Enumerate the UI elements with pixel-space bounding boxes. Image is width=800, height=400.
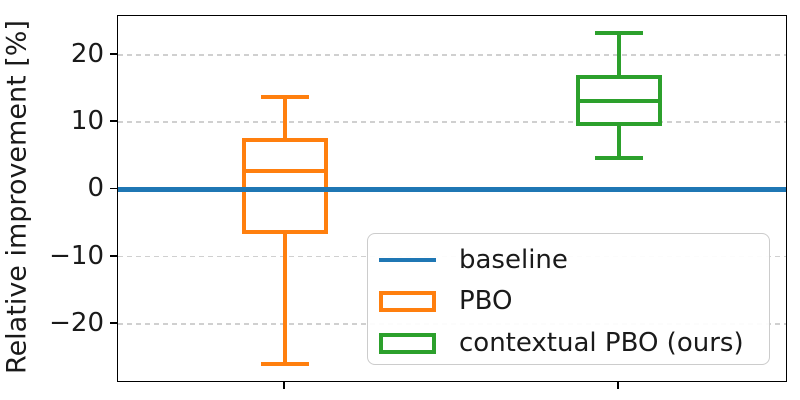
y-tick-mark: [110, 120, 117, 123]
legend-box-swatch: [379, 290, 436, 312]
whisker-cap-upper: [594, 31, 644, 36]
legend-item: PBO: [379, 281, 769, 321]
x-tick-mark: [283, 381, 285, 389]
whisker-cap-upper: [260, 94, 310, 99]
y-tick-mark: [110, 254, 117, 257]
y-tick-label: 0: [87, 173, 104, 204]
legend-line-swatch: [379, 257, 436, 263]
legend-item-label: PBO: [459, 286, 513, 317]
legend-item: contextual PBO (ours): [379, 323, 769, 363]
y-tick-mark: [110, 321, 117, 324]
whisker-upper: [283, 96, 287, 138]
legend-item-label: contextual PBO (ours): [459, 328, 744, 359]
y-tick-label: −20: [49, 307, 104, 338]
gridline: [118, 121, 786, 123]
legend-item-label: baseline: [459, 244, 568, 275]
y-tick-mark: [110, 53, 117, 55]
gridline: [118, 54, 786, 56]
y-axis-label: Relative improvement [%]: [1, 20, 33, 374]
iqr-box: [242, 137, 328, 234]
y-tick-label: 10: [70, 106, 104, 137]
whisker-lower: [283, 233, 287, 365]
whisker-lower: [617, 126, 621, 158]
median-line: [580, 99, 658, 104]
legend-box-swatch: [379, 332, 436, 354]
whisker-cap-lower: [594, 155, 644, 160]
baseline-line: [118, 187, 786, 192]
whisker-cap-lower: [260, 362, 310, 367]
y-tick-mark: [110, 187, 117, 190]
median-line: [246, 168, 324, 173]
whisker-upper: [617, 33, 621, 76]
x-tick-mark: [617, 381, 619, 389]
legend-item: baseline: [379, 240, 769, 280]
y-tick-label: −10: [49, 240, 104, 271]
y-tick-label: 20: [70, 38, 104, 69]
